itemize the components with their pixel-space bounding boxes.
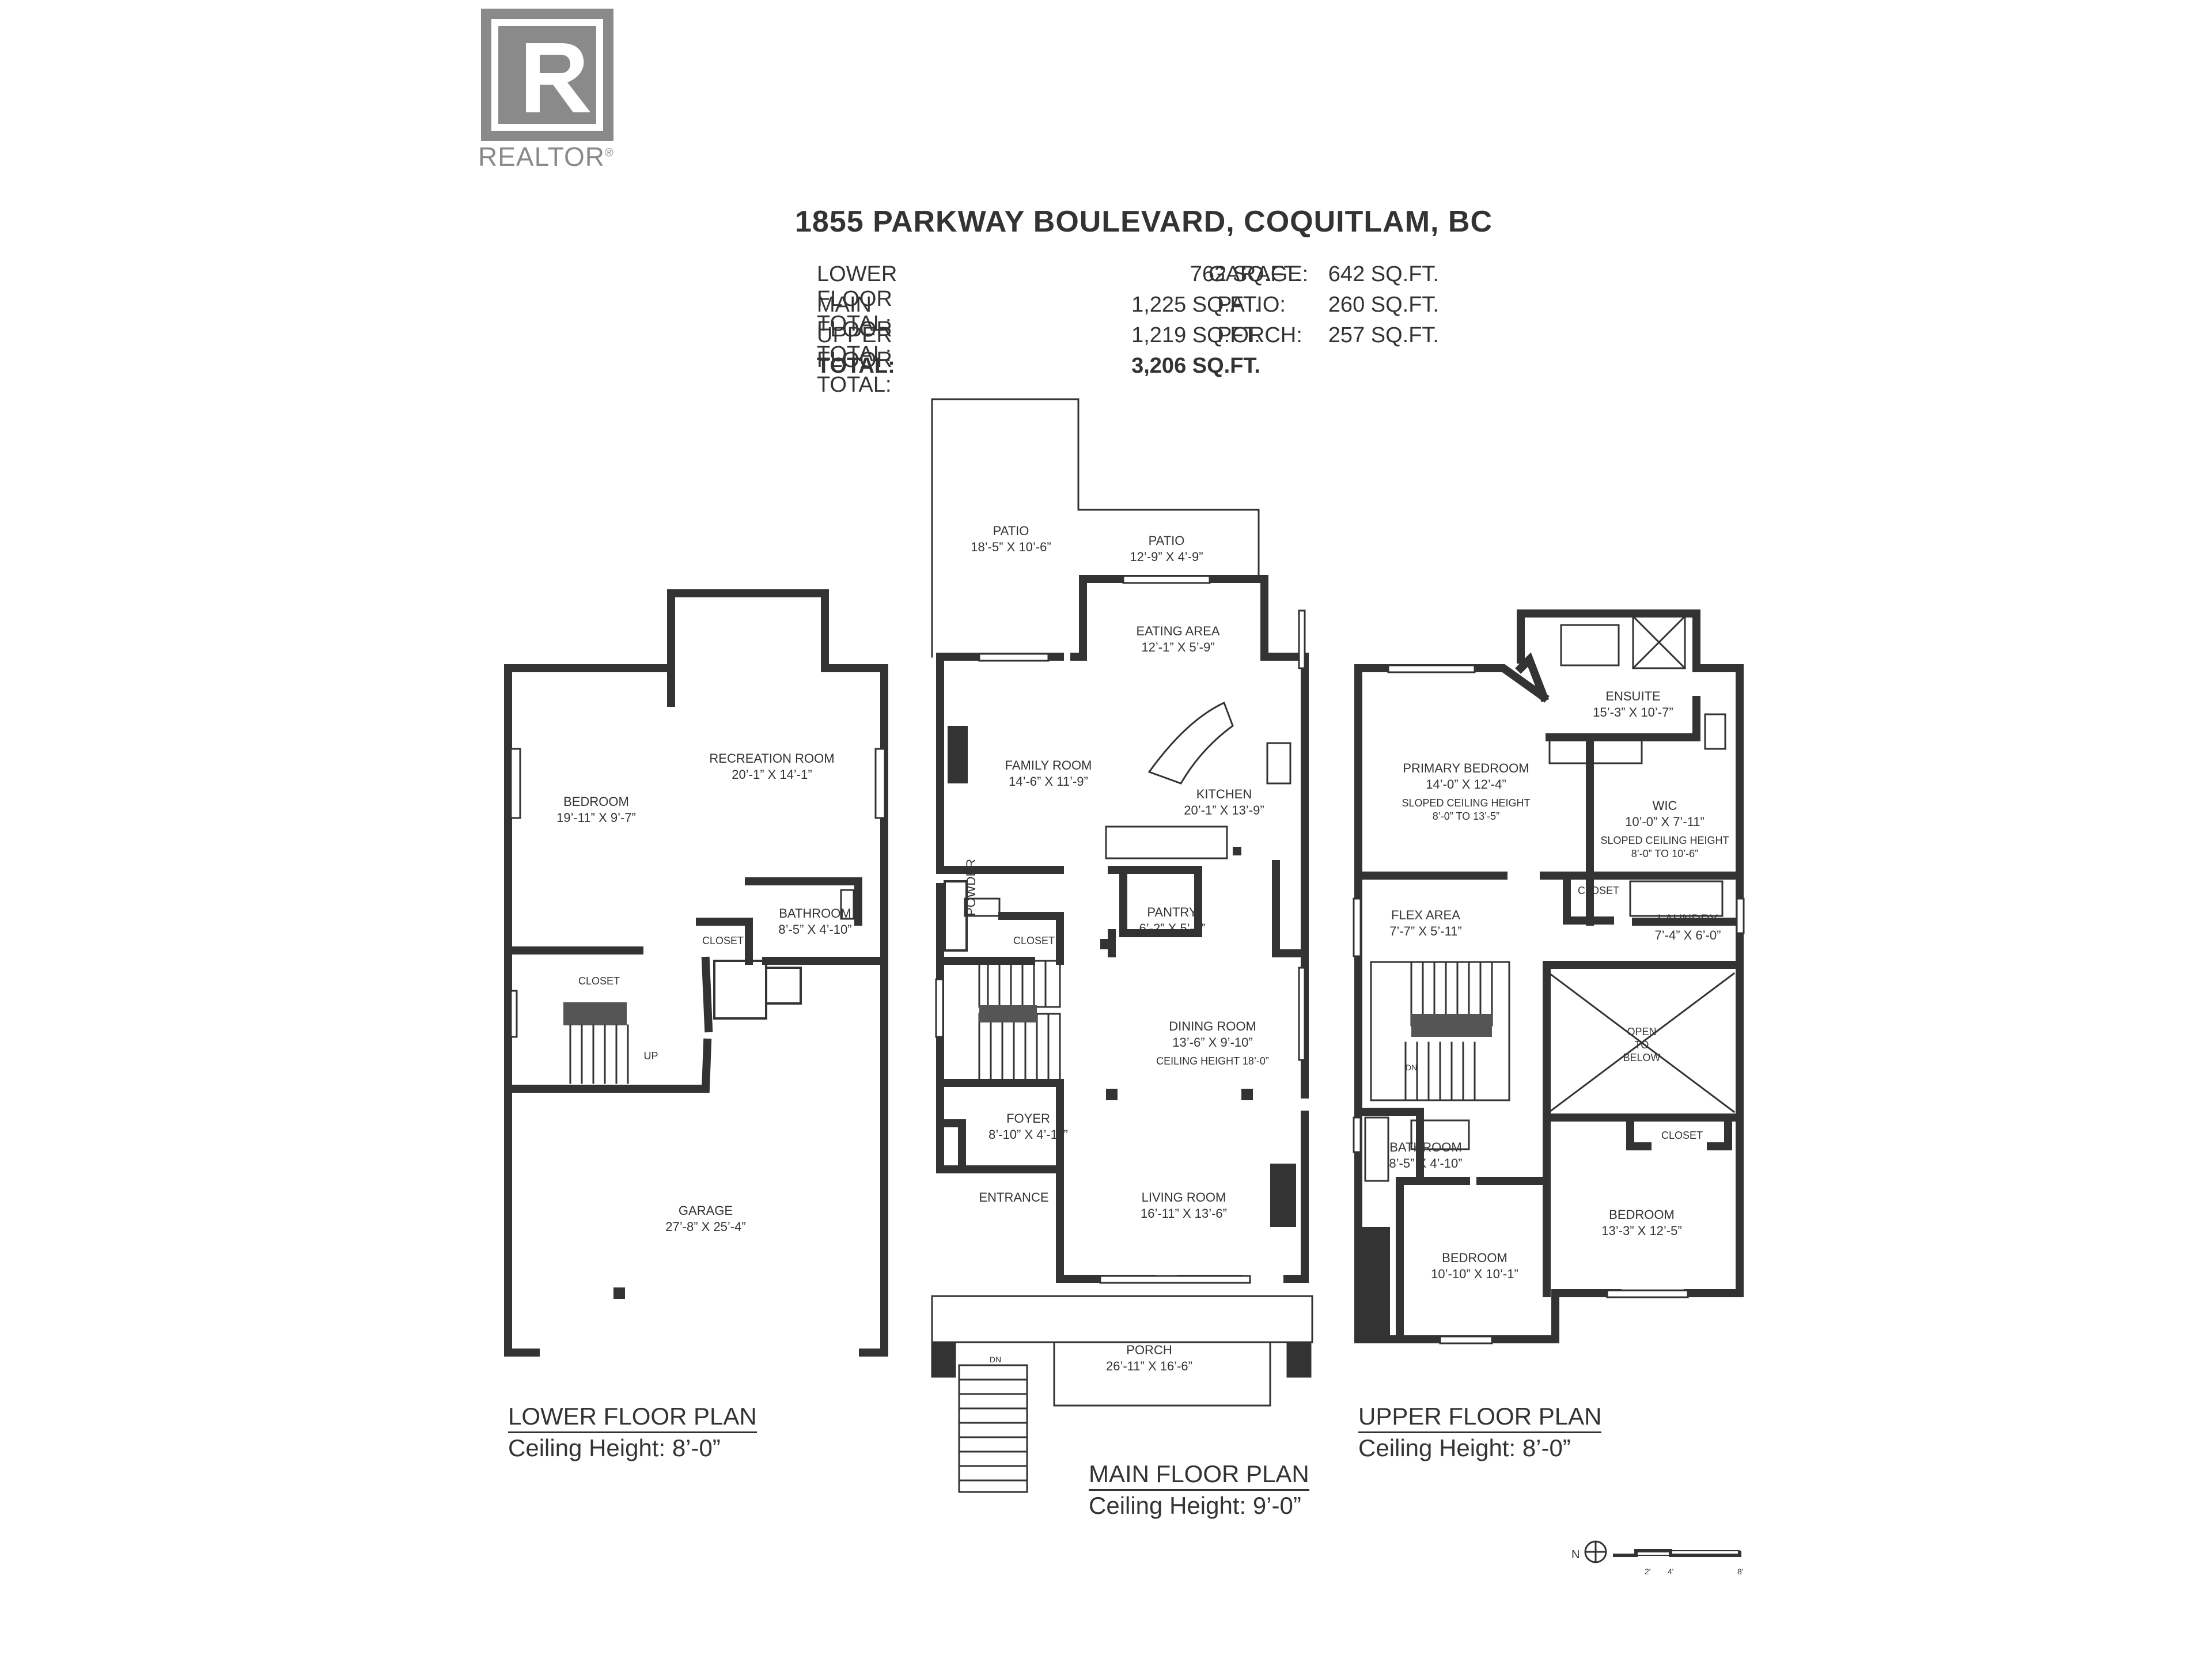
scale-tick-2: 2': [1645, 1567, 1651, 1576]
room-pantry: PANTRY 6’-2” X 5’-6”: [1139, 905, 1206, 935]
realtor-wordmark: REALTOR®: [478, 142, 614, 172]
room-wic: WIC 10’-0” X 7’-11” SLOPED CEILING HEIGH…: [1600, 798, 1729, 859]
room-upper-closet-3: CLOSET: [1373, 1270, 1385, 1312]
room-lower-bathroom: BATHROOM 8’-5” X 4’-10”: [778, 906, 852, 937]
north-label: N: [1571, 1548, 1580, 1561]
room-entrance: ENTRANCE: [979, 1190, 1049, 1205]
room-recreation: RECREATION ROOM 20’-1” X 14’-1”: [709, 751, 835, 782]
room-dining: DINING ROOM 13’-6” X 9’-10” CEILING HEIG…: [1156, 1019, 1269, 1067]
scale-tick-4: 4': [1668, 1567, 1674, 1576]
room-living: LIVING ROOM 16’-11” X 13’-6”: [1141, 1190, 1227, 1221]
room-family: FAMILY ROOM 14’-6” X 11’-9”: [1005, 758, 1092, 789]
room-garage: GARAGE 27’-8” X 25’-4”: [665, 1203, 746, 1234]
room-main-closet-1: CLOSET: [1013, 935, 1055, 946]
main-floor-patio: [931, 398, 1260, 658]
stair-up-label: UP: [643, 1050, 658, 1062]
room-laundry: LAUNDRY 7’-4” X 6’-0”: [1654, 912, 1721, 942]
scale-tick-8: 8': [1737, 1567, 1744, 1576]
room-primary-bedroom: PRIMARY BEDROOM 14’-0” X 12’-4” SLOPED C…: [1402, 761, 1531, 822]
room-upper-bedroom-1: BEDROOM 10’-10” X 10’-1”: [1431, 1251, 1518, 1281]
room-patio-1: PATIO 18’-5” X 10’-6”: [971, 524, 1051, 554]
room-lower-bedroom: BEDROOM 19’-11” X 9’-7”: [556, 794, 636, 825]
room-patio-2: PATIO 12’-9” X 4’-9”: [1130, 533, 1203, 564]
room-lower-closet-1: CLOSET: [702, 935, 744, 946]
room-flex-area: FLEX AREA 7’-7” X 5’-11”: [1389, 908, 1462, 938]
room-upper-bedroom-2: BEDROOM 13’-3” X 12’-5”: [1601, 1207, 1682, 1238]
room-lower-closet-2: CLOSET: [578, 975, 620, 987]
upper-floor-walls: [1354, 609, 1744, 1343]
lower-floor-walls: [504, 589, 888, 1357]
room-eating-area: EATING AREA 12’-1” X 5’-9”: [1136, 624, 1220, 654]
room-kitchen: KITCHEN 20’-1” X 13’-9”: [1184, 787, 1264, 817]
main-floor-walls: [936, 575, 1309, 1283]
page-title: 1855 PARKWAY BOULEVARD, COQUITLAM, BC: [795, 205, 1493, 238]
room-porch: PORCH 26’-11” X 16’-6”: [1106, 1343, 1192, 1373]
room-upper-closet-1: CLOSET: [1577, 885, 1620, 896]
room-ensuite: ENSUITE 15’-3” X 10’-7”: [1593, 689, 1673, 719]
room-upper-bathroom: BATHROOM 8’-5” X 4’-10”: [1389, 1140, 1463, 1171]
room-upper-closet-2: CLOSET: [1661, 1130, 1703, 1141]
lower-floor-plan-title: LOWER FLOOR PLAN Ceiling Height: 8’-0”: [508, 1403, 757, 1461]
upper-floor-plan-title: UPPER FLOOR PLAN Ceiling Height: 8’-0”: [1358, 1403, 1602, 1461]
open-to-below-label: OPEN TO BELOW: [1623, 1026, 1661, 1063]
room-foyer: FOYER 8’-10” X 4’-11”: [988, 1111, 1068, 1142]
main-floor-plan-title: MAIN FLOOR PLAN Ceiling Height: 9’-0”: [1089, 1460, 1309, 1519]
upper-stair-dn-label: DN: [1405, 1063, 1418, 1072]
compass-icon: [1584, 1540, 1741, 1563]
stair-dn-label: DN: [989, 1355, 1002, 1364]
realtor-logo-icon: [481, 9, 613, 141]
